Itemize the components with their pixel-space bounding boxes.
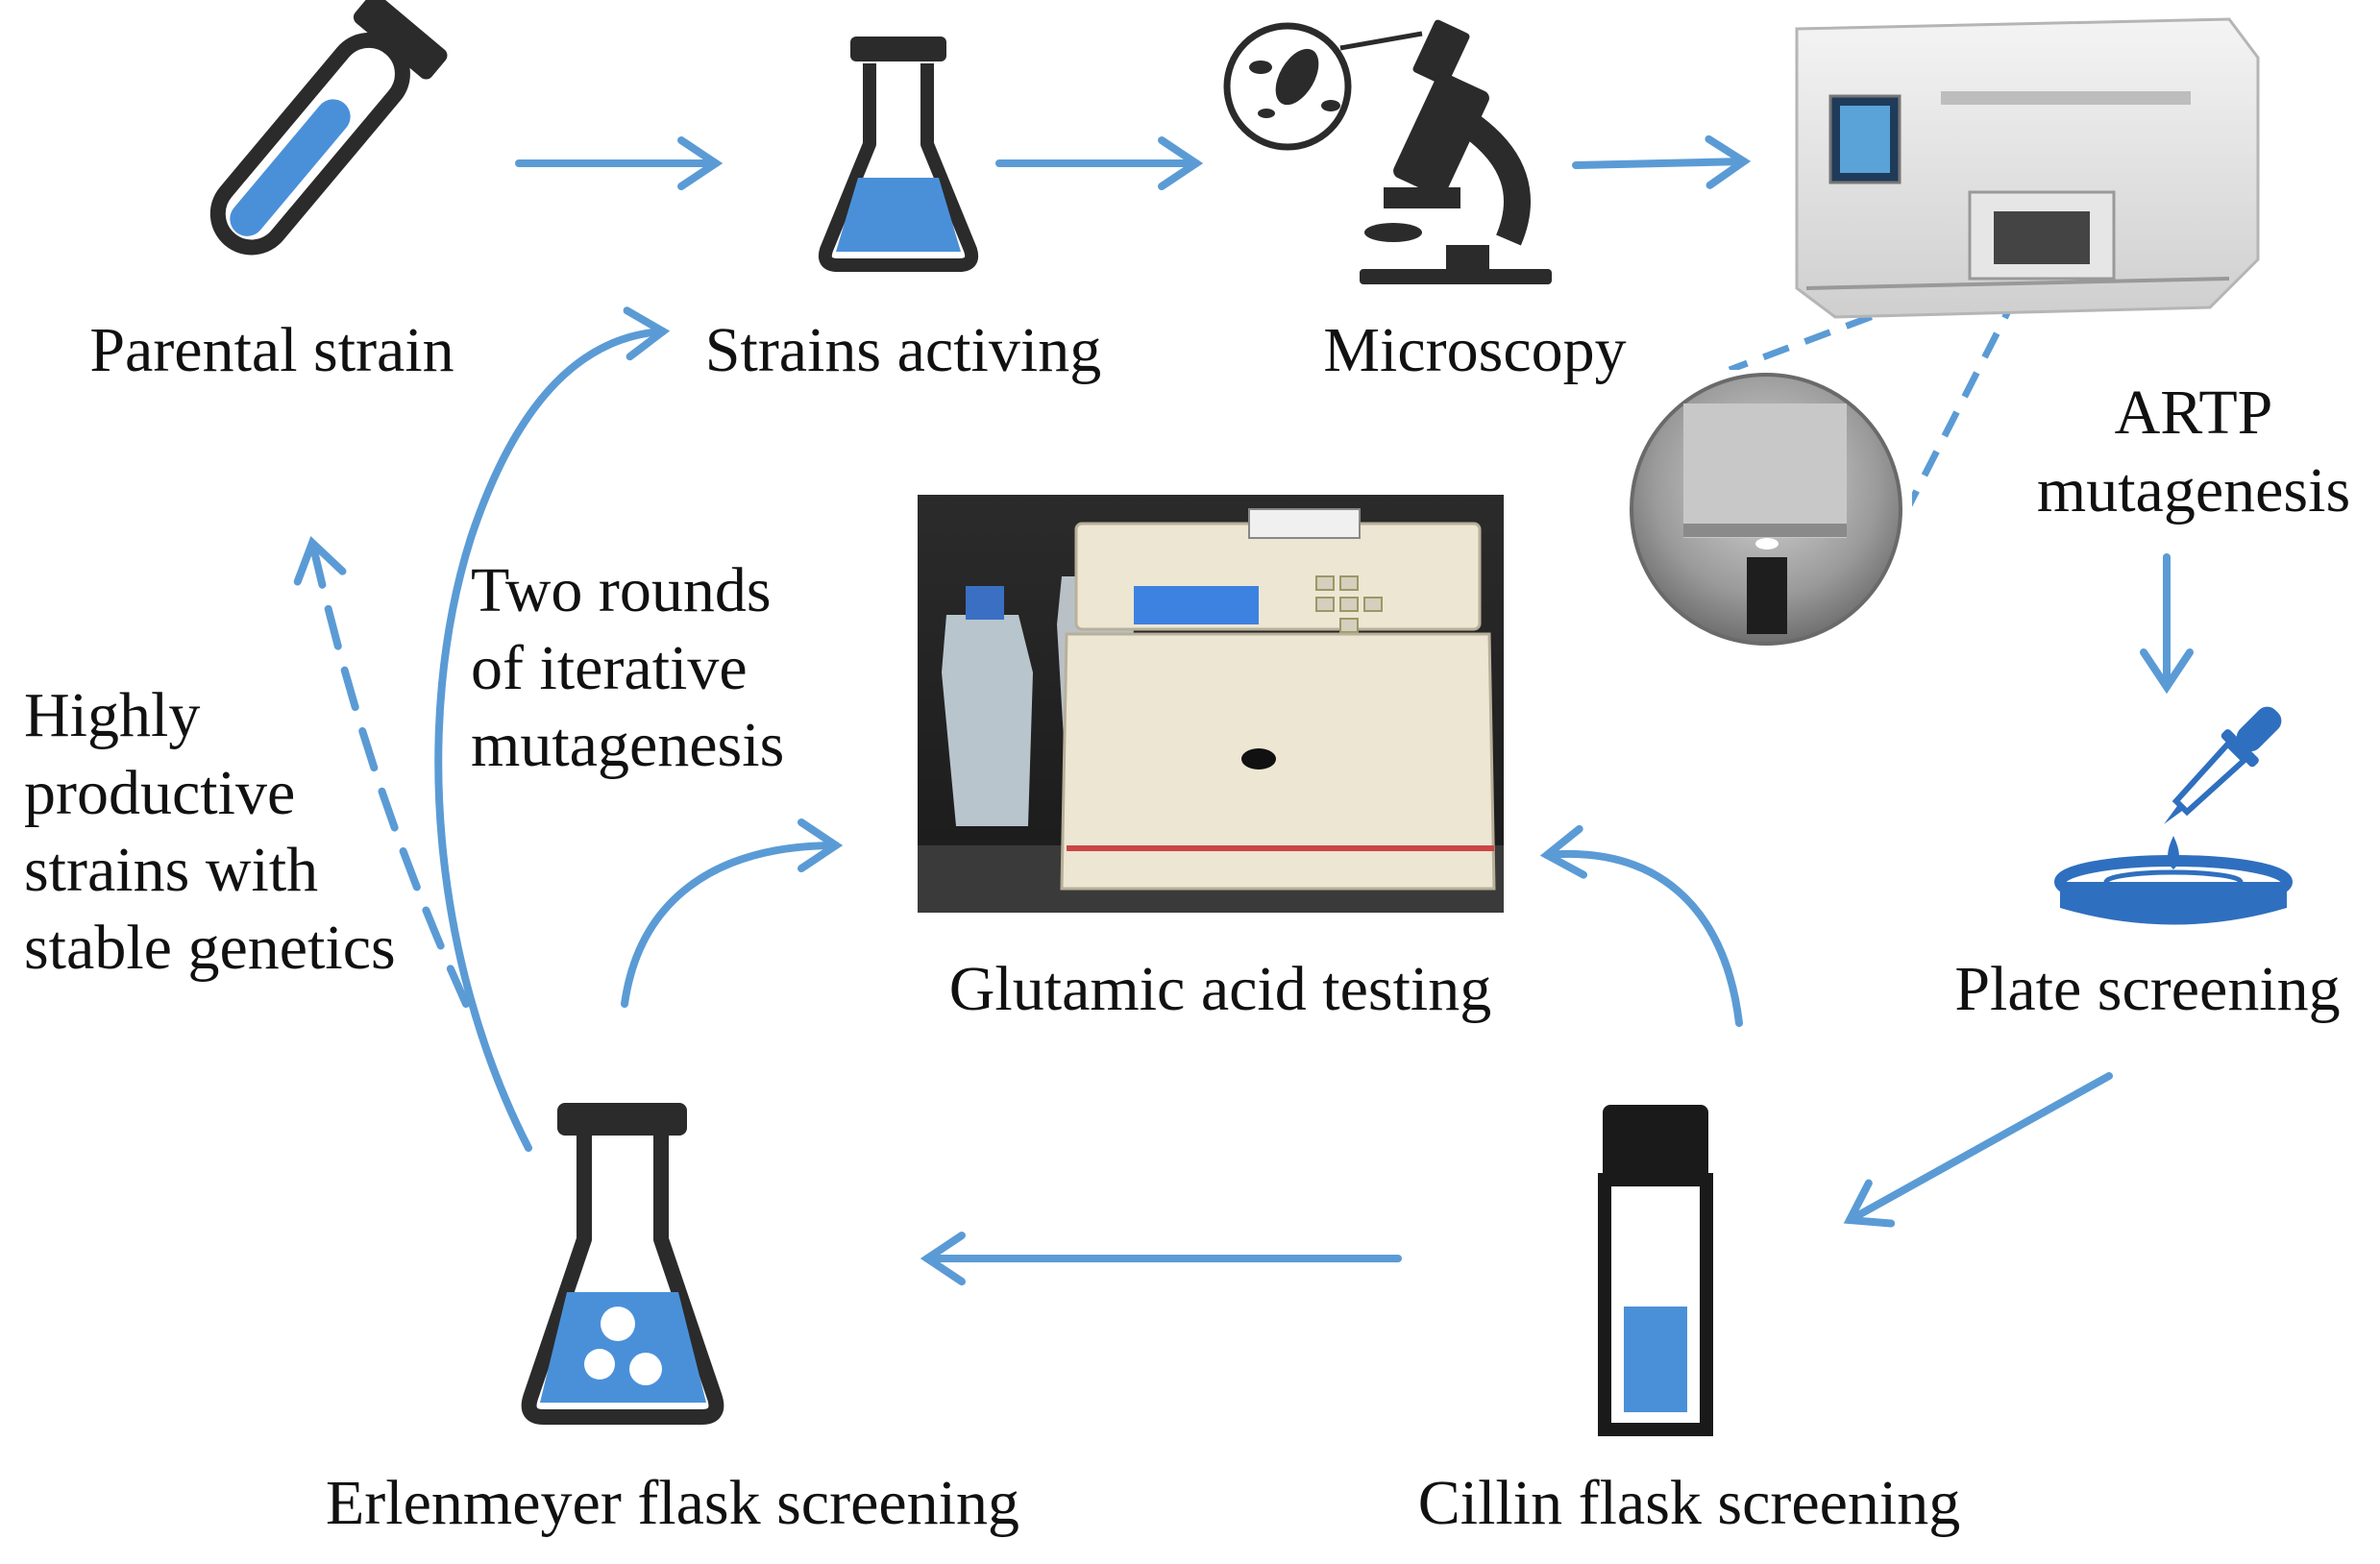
arrow-microscopy-to-artp — [1572, 134, 1752, 189]
dropper-plate-icon — [2054, 706, 2293, 925]
flask-with-cells-icon — [521, 1103, 724, 1425]
label-cillin-flask-screening: Cillin flask screening — [1417, 1468, 1961, 1538]
analyzer-photo — [918, 495, 1504, 913]
flow-arrows — [293, 134, 2194, 1285]
arrow-iterative-loop — [434, 306, 671, 1152]
arrow-plate-to-cillin — [1843, 1072, 2113, 1228]
label-glutamic-acid-testing: Glutamic acid testing — [948, 954, 1492, 1024]
test-tube-icon — [209, 0, 448, 256]
label-microscopy: Microscopy — [1323, 315, 1627, 385]
label-plate-screening: Plate screening — [1954, 954, 2341, 1024]
artp-instrument-photo — [1795, 17, 2260, 319]
label-strains-activing: Strains activing — [704, 315, 1102, 385]
flask-icon — [818, 37, 979, 272]
arrow-erlenmeyer-to-glutamic — [621, 819, 844, 1008]
label-erlenmeyer-flask-screening: Erlenmeyer flask screening — [325, 1468, 1020, 1538]
label-parental-strain: Parental strain — [89, 315, 454, 385]
arrow-cillin-to-glutamic — [1539, 824, 1743, 1027]
nozzle-zoom-photo — [1624, 370, 1912, 646]
microscope-icon — [1223, 19, 1552, 284]
vial-icon — [1598, 1105, 1713, 1436]
arrow-highly-productive-dashed — [293, 535, 470, 1008]
